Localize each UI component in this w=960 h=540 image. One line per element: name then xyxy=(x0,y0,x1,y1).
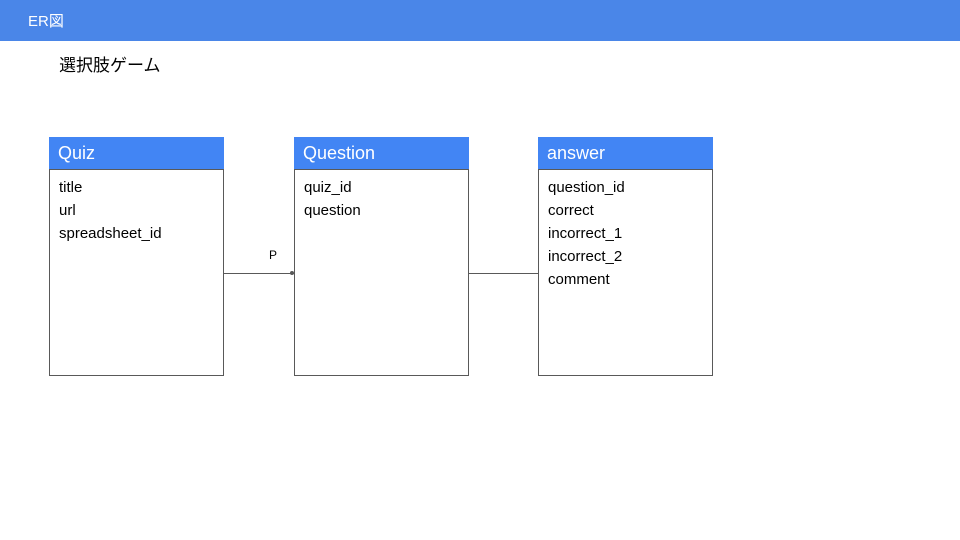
title-bar: ER図 xyxy=(0,0,960,41)
entity-field: incorrect_1 xyxy=(548,225,623,242)
entity-field: comment xyxy=(548,271,610,288)
entity-field: question xyxy=(304,202,361,219)
entity-field: question_id xyxy=(548,179,625,196)
slide-title: ER図 xyxy=(28,13,64,30)
entity-field: spreadsheet_id xyxy=(59,225,162,242)
relationship-line-question-answer xyxy=(468,273,538,274)
entity-field: correct xyxy=(548,202,594,219)
relationship-endpoint-icon xyxy=(290,271,294,275)
entity-header: Quiz xyxy=(49,137,224,170)
entity-field: incorrect_2 xyxy=(548,248,623,265)
entity-field: url xyxy=(59,202,76,219)
relationship-line-quiz-question xyxy=(224,273,294,274)
entity-question[interactable]: Question quiz_id question xyxy=(294,137,469,376)
entity-header: answer xyxy=(538,137,713,170)
entity-field: title xyxy=(59,179,83,196)
relationship-label: P xyxy=(269,248,278,262)
entity-field: quiz_id xyxy=(304,179,352,196)
diagram-subtitle: 選択肢ゲーム xyxy=(59,56,161,76)
entity-header: Question xyxy=(294,137,469,170)
entity-answer[interactable]: answer question_id correct incorrect_1 i… xyxy=(538,137,713,376)
entity-quiz[interactable]: Quiz title url spreadsheet_id xyxy=(49,137,224,376)
